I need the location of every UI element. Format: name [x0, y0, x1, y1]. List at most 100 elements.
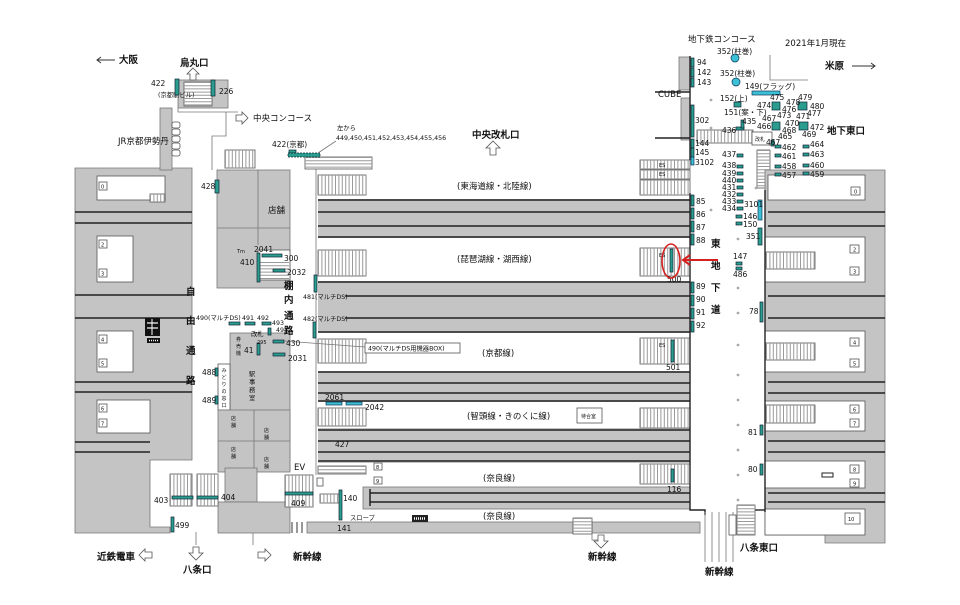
stairs: [317, 338, 367, 364]
east-underpass-label: 東 地 下 道: [710, 238, 721, 316]
ad-spot-label: 476: [782, 105, 797, 114]
platform-number-badge: 7: [849, 418, 860, 428]
east-underpass-char: 道: [711, 304, 721, 316]
ad-spot-label: 89: [696, 282, 706, 291]
ad-spot-label: 430: [286, 339, 301, 348]
ad-marker: [759, 424, 764, 436]
ad-marker: [261, 253, 283, 258]
station-office-char: 事: [249, 377, 256, 386]
stairs: [572, 517, 593, 535]
ad-spot-label: 482(マルチDS): [303, 315, 348, 323]
platform-number-badge: 5: [98, 358, 108, 368]
shop-char: 店: [264, 456, 269, 463]
platform-number-badge: 3: [98, 268, 108, 278]
gate-bars: [291, 522, 303, 533]
free-passage-char: 自: [186, 286, 196, 298]
platform-number-badge: 0: [850, 186, 861, 196]
ad-marker: [802, 171, 810, 176]
shinkansen-west-label: 新幹線: [293, 551, 322, 563]
jr-isetan-label: JR京都伊勢丹: [117, 136, 169, 147]
east-platform-0: [767, 174, 866, 201]
ad-marker: [690, 57, 695, 68]
east-underpass-char: 下: [711, 283, 721, 294]
ad-spot-label: 3101: [744, 200, 763, 209]
arrow-left-icon: [681, 254, 691, 266]
shop-char: 舗: [231, 453, 236, 460]
ticket-machines-label: 券 売 機: [236, 336, 241, 357]
ad-spot-label: 474: [757, 101, 772, 110]
ad-spot-label: 2042: [365, 403, 384, 412]
west-platform-block: 0 2 3 4 5 6 7: [74, 167, 193, 534]
ad-spot-label: 145: [695, 148, 710, 157]
platform-number: 9: [853, 482, 856, 488]
karasuma-stairs: [183, 81, 213, 107]
ad-spot-label: 422: [151, 79, 166, 88]
track-band-b: [318, 281, 690, 333]
stairs: [639, 247, 691, 277]
ad-spot-label: 410: [240, 258, 255, 267]
signboard-icon: [145, 318, 160, 343]
ad-marker: [690, 104, 695, 138]
ad-marker: [690, 207, 695, 220]
platform-number-badge: 3: [849, 266, 860, 276]
ad-marker: [740, 119, 745, 129]
ad-spot-label: 470: [785, 119, 800, 128]
ad-spot-label: 467: [766, 138, 781, 147]
platform-number: 0: [101, 185, 104, 191]
ad-marker: [757, 199, 763, 221]
ad-spot-label: 438: [722, 161, 737, 170]
ad-marker: [690, 220, 695, 233]
ad-spot-label: 490(マルチDS): [196, 314, 241, 322]
equipment-box-callout: 490(マルチDS用機器BOX): [364, 342, 461, 354]
arrow-up-icon: [485, 140, 501, 156]
platform-number-badge: 6: [849, 404, 860, 414]
ad-spot-label: 86: [696, 210, 706, 219]
arrow-down-icon: [188, 546, 204, 561]
elevator-box: [316, 477, 324, 487]
platform-number: 7: [853, 422, 856, 428]
ad-spot-label: 488: [202, 368, 217, 377]
ad-spot-label: 92: [696, 321, 706, 330]
platform-number: 3: [853, 270, 856, 276]
shinkansen-center-label: 新幹線: [588, 551, 617, 563]
line-label-kyoto: (京都線): [482, 348, 514, 359]
ad-marker: [244, 321, 256, 326]
ad-marker: [214, 367, 219, 377]
ad-spot-label: 403: [154, 496, 169, 505]
platform-number: 3: [101, 272, 104, 278]
ad-spot-label: 300: [284, 254, 299, 263]
ad-marker: [733, 101, 742, 108]
ad-marker: [774, 144, 782, 149]
platform-number: 5: [853, 362, 856, 368]
slope-label: スロープ: [350, 514, 376, 522]
station-office-label: 駅 事 務 室: [249, 370, 256, 402]
highlight-annotation: [661, 243, 718, 279]
pillar-marker: [798, 121, 809, 131]
ad-spot-label: 150: [743, 220, 758, 229]
ad-spot-label: 78: [749, 307, 759, 316]
stairs: [639, 407, 691, 429]
ad-marker: [670, 339, 675, 363]
ad-spot-label: 475: [770, 93, 785, 102]
shop-char: 舗: [264, 463, 269, 470]
stairs-outline: [591, 533, 600, 541]
highlight-circle: [661, 243, 681, 279]
ad-marker: [759, 301, 764, 323]
platform-number-badge: 4: [98, 334, 108, 344]
ad-marker: [228, 321, 241, 326]
ad-marker: [774, 172, 782, 177]
ad-spot-label: 491: [242, 315, 254, 322]
shop-label: 店舗: [268, 205, 286, 216]
ad-marker: [802, 144, 810, 149]
ad-spot-label: 481(マルチDS): [303, 293, 348, 301]
platform-number: 2: [853, 248, 856, 254]
stairs: [639, 337, 691, 365]
ad-spot-label: 465: [778, 132, 793, 141]
ad-marker: [256, 342, 261, 356]
ad-marker: [272, 339, 285, 344]
date-note: 2021年1月現在: [785, 38, 846, 49]
shop-char: 店: [231, 446, 236, 453]
ad-spot-label: 449,450,451,452,453,454,455,456: [336, 135, 446, 142]
platform-number-badge: 5: [849, 358, 860, 368]
ad-marker: [735, 126, 745, 131]
